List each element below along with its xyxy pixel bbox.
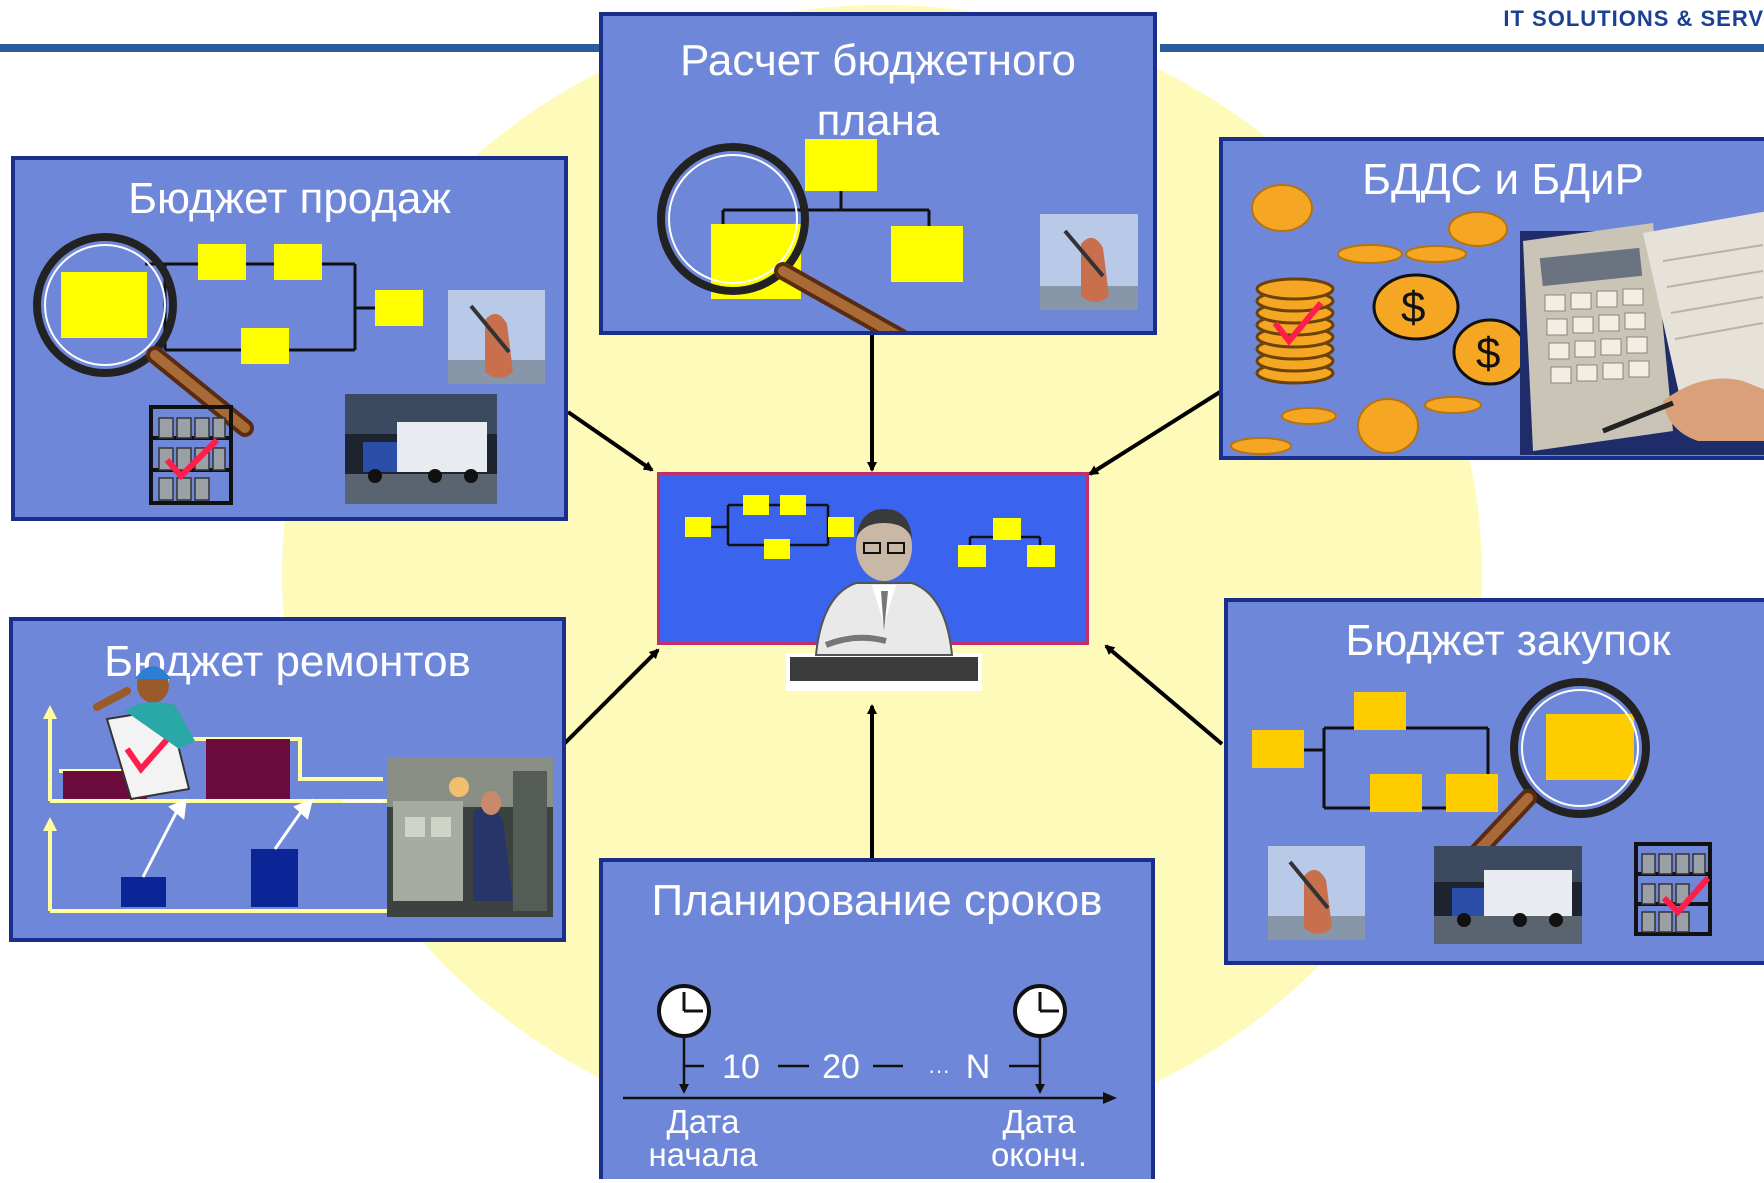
timeline-arrowhead: [1103, 1092, 1117, 1104]
timeline-start-label-line2: начала: [648, 1136, 758, 1173]
timeline-tick-3: ···: [928, 1058, 950, 1083]
gantt-bar-navy: [121, 877, 166, 907]
gantt-bar-maroon: [206, 739, 290, 799]
panel-title-cashflow: БДДС и БДиР: [1362, 155, 1644, 204]
coin-icon: [1357, 398, 1419, 454]
coin-icon: [1405, 245, 1467, 263]
center-block: [743, 495, 769, 515]
panel-sales: Бюджет продаж: [11, 156, 568, 521]
center-block: [993, 518, 1021, 540]
panel-schedule: Планирование сроков 10 20 ··· N Дата н: [599, 858, 1155, 1179]
purchases-flow-diagram: [1252, 678, 1712, 944]
sales-block-2: [274, 244, 322, 280]
center-block: [828, 517, 854, 537]
purchase-block: [1354, 692, 1406, 730]
dollar-text-layer: $ $: [1401, 283, 1500, 378]
sales-block-3: [375, 290, 423, 326]
timeline-start-label-line1: Дата: [666, 1103, 740, 1140]
dollar-coin-icon: [1372, 273, 1460, 341]
center-block: [958, 545, 986, 567]
truck-photo-icon: [1434, 846, 1582, 944]
org-block-right: [891, 226, 963, 282]
cashflow-illustration: [1230, 184, 1764, 455]
clock-icon-end: [1013, 984, 1067, 1038]
factory-worker-photo-icon: [387, 757, 553, 917]
timeline-end-label-line1: Дата: [1002, 1103, 1076, 1140]
warehouse-shelf-icon: [149, 405, 233, 505]
panel-budget-calc: Расчет бюджетного плана: [599, 12, 1157, 335]
arrow-from-cashflow: [1088, 390, 1222, 476]
sales-block-4: [241, 328, 289, 364]
clock-icon-start: [657, 984, 711, 1038]
arrow-from-repairs: [554, 648, 660, 754]
org-chart-diagram: [657, 139, 1138, 331]
purchase-block: [1252, 730, 1304, 768]
center-block: [685, 517, 711, 537]
panel-title-budget-calc-line1: Расчет бюджетного: [680, 36, 1076, 85]
panel-title-budget-calc-line2: плана: [816, 96, 940, 145]
arrow-from-purchases: [1104, 644, 1224, 746]
center-diagrams: [685, 495, 1055, 567]
panel-title-schedule: Планирование сроков: [651, 876, 1103, 925]
panel-title-purchases: Бюджет закупок: [1345, 616, 1671, 665]
center-block: [1027, 545, 1055, 567]
worker-with-document-icon: [93, 666, 195, 801]
coin-icon: [1337, 244, 1403, 264]
dollar-sign-2: $: [1476, 329, 1500, 378]
sales-block-main: [61, 272, 147, 338]
header-rule-right: [1160, 44, 1764, 52]
magnifier-icon: [657, 143, 908, 331]
timeline-end-label-line2: оконч.: [990, 1136, 1088, 1173]
header-rule-left: [0, 44, 600, 52]
coin-icon: [1281, 407, 1337, 425]
center-block: [764, 539, 790, 559]
panel-purchases: Бюджет закупок: [1224, 598, 1764, 965]
businessman-photo-icon: [786, 509, 982, 691]
purchase-block: [1446, 774, 1498, 812]
gantt-bar-navy: [251, 849, 298, 907]
truck-photo-icon: [345, 394, 497, 504]
signing-hand-icon: [1268, 846, 1365, 940]
coin-stack-icon: [1255, 277, 1335, 385]
coin-icon: [1424, 396, 1482, 414]
purchase-block-main: [1546, 714, 1634, 780]
timeline-tick-2: 20: [822, 1048, 860, 1086]
panel-title-sales: Бюджет продаж: [128, 174, 451, 223]
timeline-diagram: 10 20 ··· N: [623, 984, 1117, 1104]
center-block: [780, 495, 806, 515]
panel-repairs: Бюджет ремонтов: [9, 617, 566, 942]
dollar-sign-1: $: [1401, 283, 1425, 332]
sales-flow-diagram: [33, 233, 545, 505]
brand-label: IT SOLUTIONS & SERV: [1503, 6, 1764, 31]
arrow-from-sales: [566, 410, 654, 472]
sales-block-1: [198, 244, 246, 280]
warehouse-shelf-icon: [1634, 842, 1712, 936]
org-block-top: [805, 139, 877, 191]
panel-cashflow: БДДС и БДиР: [1219, 137, 1764, 460]
repairs-gantt-diagram: [43, 666, 553, 917]
signing-hand-icon: [1040, 214, 1138, 310]
purchase-block: [1370, 774, 1422, 812]
coin-icon: [1230, 437, 1292, 455]
timeline-tick-1: 10: [722, 1048, 760, 1086]
signing-hand-icon: [448, 290, 545, 384]
calculator-photo-icon: [1520, 211, 1764, 455]
timeline-tick-4: N: [966, 1048, 991, 1086]
coin-icon: [1448, 211, 1508, 247]
coin-icon: [1251, 184, 1313, 232]
